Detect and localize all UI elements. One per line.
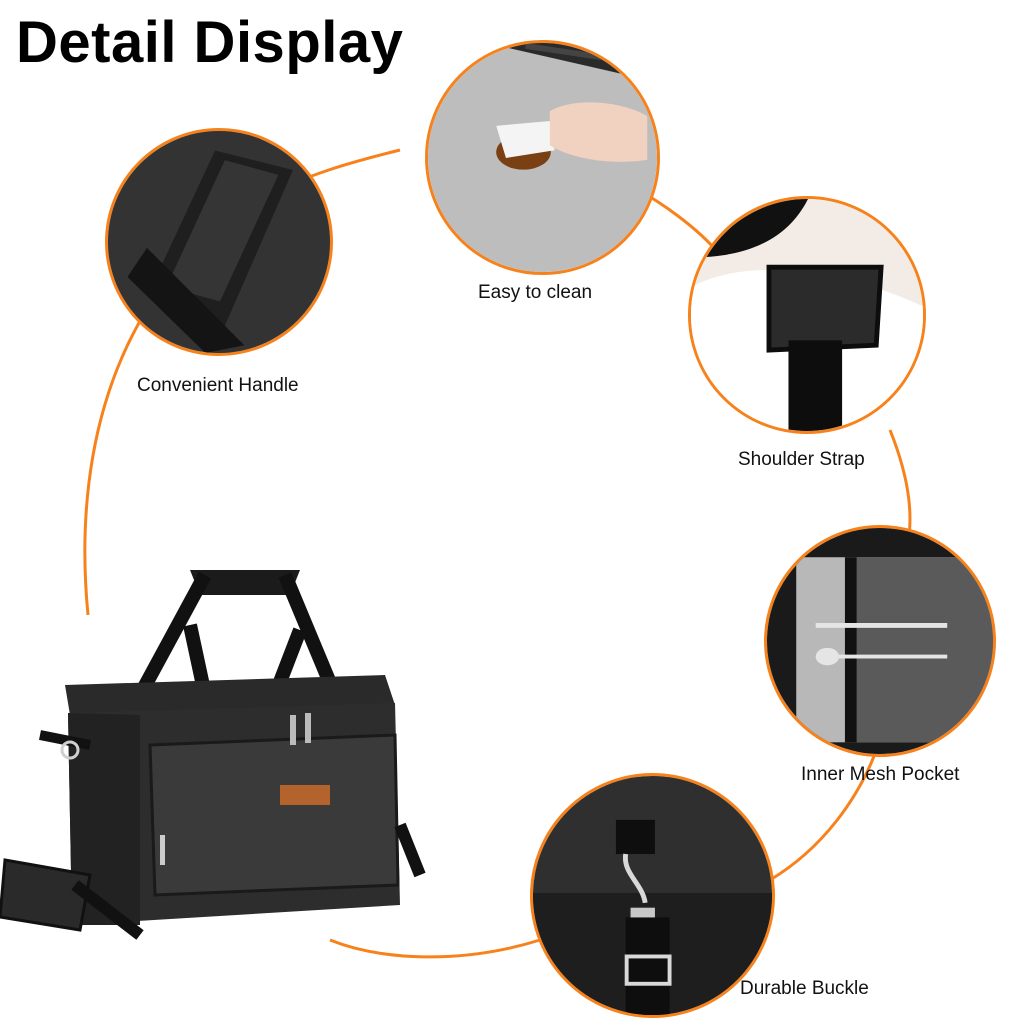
page-title: Detail Display bbox=[16, 10, 404, 75]
handle-closeup-circle bbox=[105, 128, 333, 356]
lunch-bag-icon bbox=[0, 570, 426, 940]
buckle-closeup-icon bbox=[533, 776, 772, 1015]
wipe-clean-closeup-icon bbox=[428, 43, 657, 272]
label-easy-to-clean: Easy to clean bbox=[478, 282, 593, 303]
label-shoulder-strap: Shoulder Strap bbox=[738, 449, 865, 470]
mesh-pocket-closeup-circle bbox=[764, 525, 996, 757]
label-inner-mesh-pocket: Inner Mesh Pocket bbox=[801, 764, 960, 785]
label-convenient-handle: Convenient Handle bbox=[137, 375, 299, 396]
handle-closeup-icon bbox=[108, 131, 330, 353]
shoulder-strap-closeup-circle bbox=[688, 196, 926, 434]
shoulder-strap-closeup-icon bbox=[691, 199, 923, 431]
label-durable-buckle: Durable Buckle bbox=[740, 978, 869, 999]
buckle-closeup-circle bbox=[530, 773, 775, 1018]
easy-clean-closeup-circle bbox=[425, 40, 660, 275]
mesh-pocket-closeup-icon bbox=[767, 528, 993, 754]
lunch-bag-product-image bbox=[0, 545, 430, 965]
